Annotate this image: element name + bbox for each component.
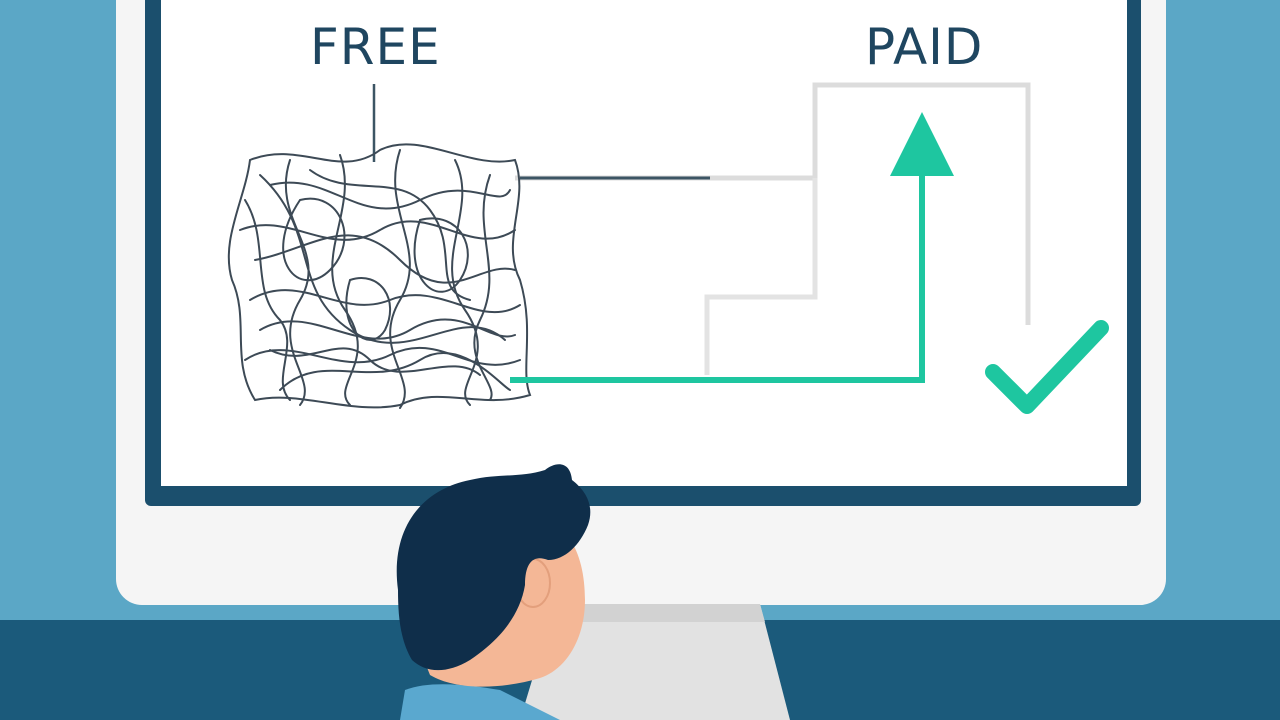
person-shirt [400,684,560,720]
monitor-screen [161,0,1127,486]
free-label: FREE [310,18,441,76]
paid-stair-path [515,82,1031,325]
free-to-paid-arrow-path [510,170,925,383]
checkmark-icon [985,320,1109,414]
up-arrow-icon [890,112,954,176]
paid-label: PAID [865,18,984,76]
tangle-scribble [227,143,532,409]
person-hair [396,464,591,671]
step-path [704,178,818,375]
